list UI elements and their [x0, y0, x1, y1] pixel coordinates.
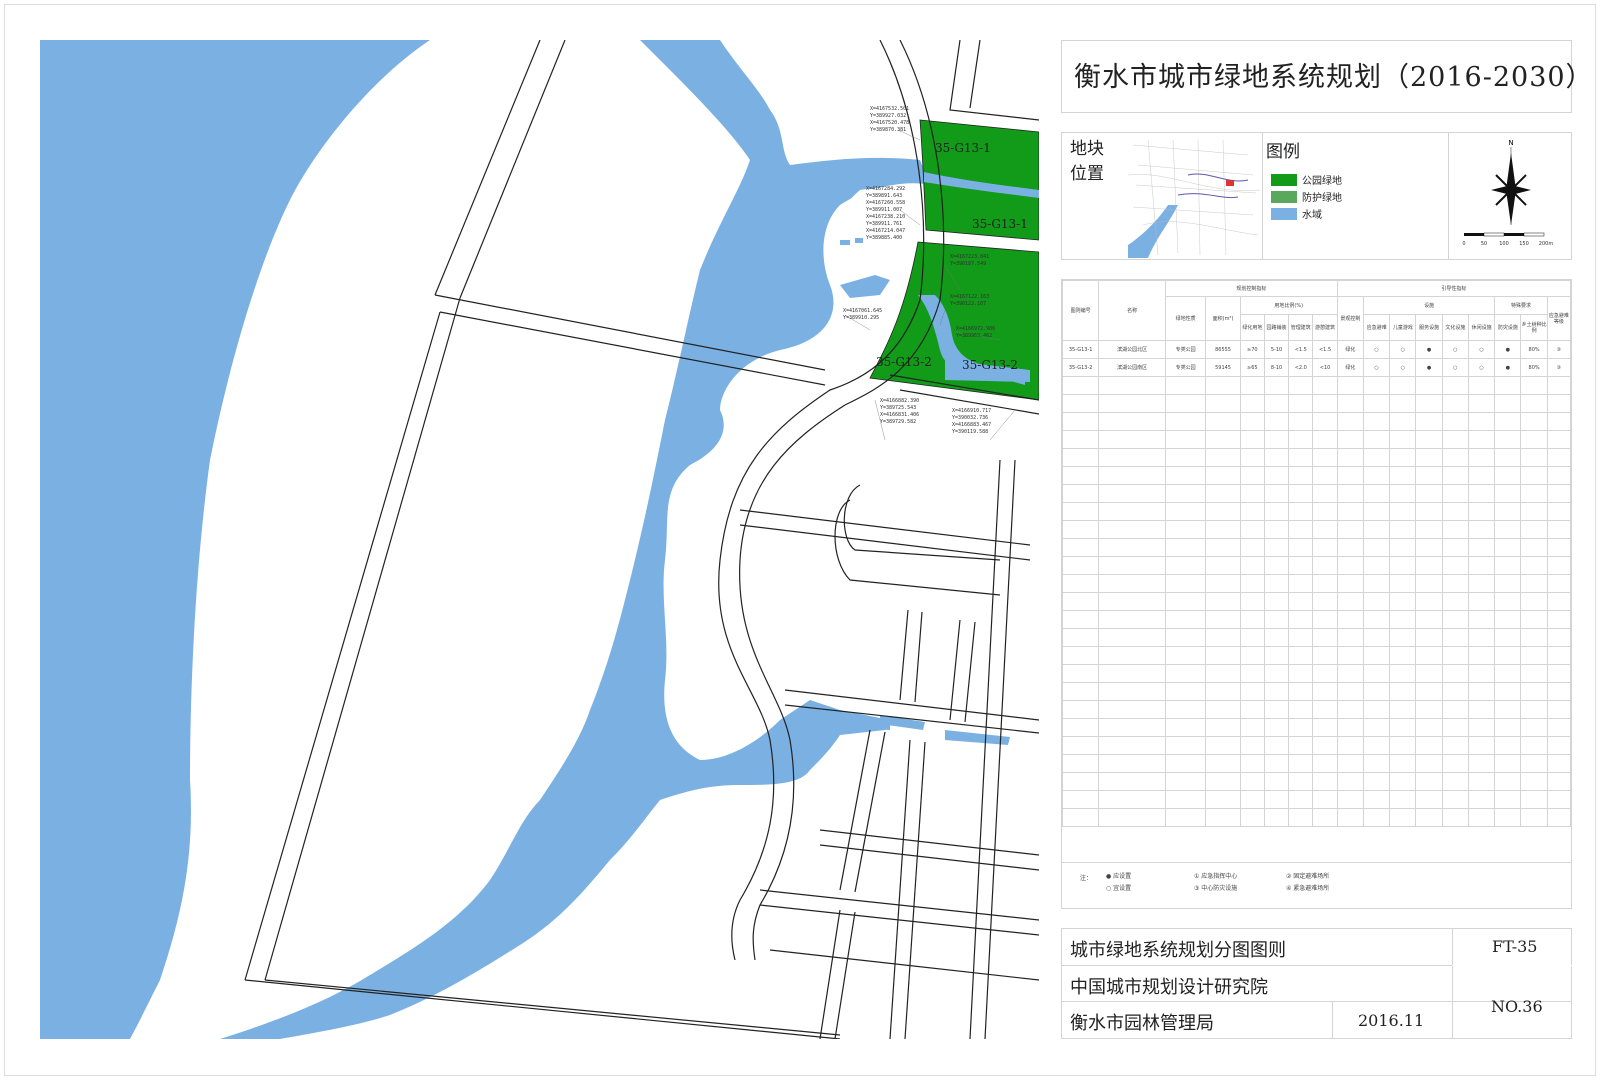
legend-item-park: 公园绿地: [1271, 171, 1342, 188]
planning-map[interactable]: 35-G13-1 35-G13-1 35-G13-2 35-G13-2 X=41…: [40, 40, 1039, 1039]
map-canvas: [40, 40, 1039, 1039]
table-row: [1061, 538, 1572, 557]
lake-central: [220, 40, 930, 1039]
table-row: [1061, 754, 1572, 773]
date: 2016.11: [1358, 1011, 1425, 1030]
table-row: [1061, 610, 1572, 629]
sheet-code: FT-35: [1492, 937, 1538, 956]
table-row: [1061, 646, 1572, 665]
table-row: [1061, 664, 1572, 683]
title-panel: 衡水市城市绿地系统规划（2016-2030）: [1061, 40, 1593, 113]
legend-swatch-icon: [1271, 173, 1297, 186]
note-item: ○ 宜设置: [1106, 885, 1132, 892]
location-label: 地块位置: [1070, 139, 1104, 184]
note-item: ① 应急指挥中心: [1194, 873, 1238, 880]
svg-text:N: N: [1508, 139, 1513, 147]
svg-text:50: 50: [1481, 241, 1487, 247]
table-row: [1061, 772, 1572, 791]
table-row: [1061, 700, 1572, 719]
svg-text:0: 0: [1462, 241, 1465, 247]
table-row: [1061, 808, 1572, 827]
client: 衡水市园林管理局: [1070, 1013, 1214, 1034]
info-panel: 地块位置 图例 公园绿地 防护绿地 水域 N: [1061, 132, 1572, 260]
river-west: [40, 40, 430, 1039]
table-row: [1061, 790, 1572, 809]
table-row: [1061, 718, 1572, 737]
plan-name: 城市绿地系统规划分图图则: [1070, 940, 1286, 961]
note-item: ② 固定避难场所: [1286, 873, 1330, 880]
sheet-number: NO.36: [1491, 997, 1543, 1016]
table-notes: 注： ● 应设置 ① 应急指挥中心 ② 固定避难场所 ○ 宜设置 ③ 中心防灾设…: [1062, 862, 1571, 909]
table-row: [1061, 412, 1572, 431]
svg-text:200m: 200m: [1539, 241, 1554, 247]
peninsula: [829, 188, 920, 290]
legend-swatch-icon: [1271, 207, 1297, 220]
title-block: 城市绿地系统规划分图图则 FT-35 中国城市规划设计研究院 衡水市园林管理局 …: [1061, 928, 1572, 1039]
table-row: [1061, 502, 1572, 521]
table-row: [1061, 430, 1572, 449]
indicator-table-panel: 图则编号 名称 规划控制指标 引导性指标 绿地性质 面积(m²) 用地比例(%)…: [1061, 279, 1572, 909]
page-title: 衡水市城市绿地系统规划（2016-2030）: [1074, 62, 1594, 93]
table-row: [1061, 628, 1572, 647]
table-row: [1061, 682, 1572, 701]
table-row: [1061, 736, 1572, 755]
table-row: [1061, 466, 1572, 485]
note-item: ③ 中心防灾设施: [1194, 885, 1238, 892]
svg-text:100: 100: [1499, 241, 1509, 247]
indicator-table: 图则编号 名称 规划控制指标 引导性指标 绿地性质 面积(m²) 用地比例(%)…: [1061, 280, 1572, 827]
note-item: ● 应设置: [1106, 873, 1132, 880]
road-network: [244, 40, 1039, 1039]
legend: 公园绿地 防护绿地 水域: [1271, 171, 1342, 222]
plot-35-g13-1[interactable]: [919, 119, 1039, 241]
table-row: [1061, 376, 1572, 395]
table-row: [1061, 574, 1572, 593]
plot-35-g13-2[interactable]: [869, 241, 1039, 401]
legend-item-protective: 防护绿地: [1271, 188, 1342, 205]
table-row: [1061, 448, 1572, 467]
location-minimap: [1128, 135, 1260, 258]
table-row: [1061, 556, 1572, 575]
legend-title: 图例: [1266, 142, 1300, 162]
table-row: [1061, 484, 1572, 503]
table-row: [1061, 394, 1572, 413]
legend-item-water: 水域: [1271, 205, 1342, 222]
drawing-sheet: [4, 4, 1596, 1076]
legend-swatch-icon: [1271, 190, 1297, 203]
north-arrow-icon: N 0 50 100 150 200m: [1462, 139, 1554, 247]
table-row: [1061, 592, 1572, 611]
designer: 中国城市规划设计研究院: [1070, 977, 1268, 998]
svg-text:150: 150: [1519, 241, 1529, 247]
table-row: [1061, 520, 1572, 539]
note-item: ④ 紧急避难场所: [1286, 885, 1330, 892]
